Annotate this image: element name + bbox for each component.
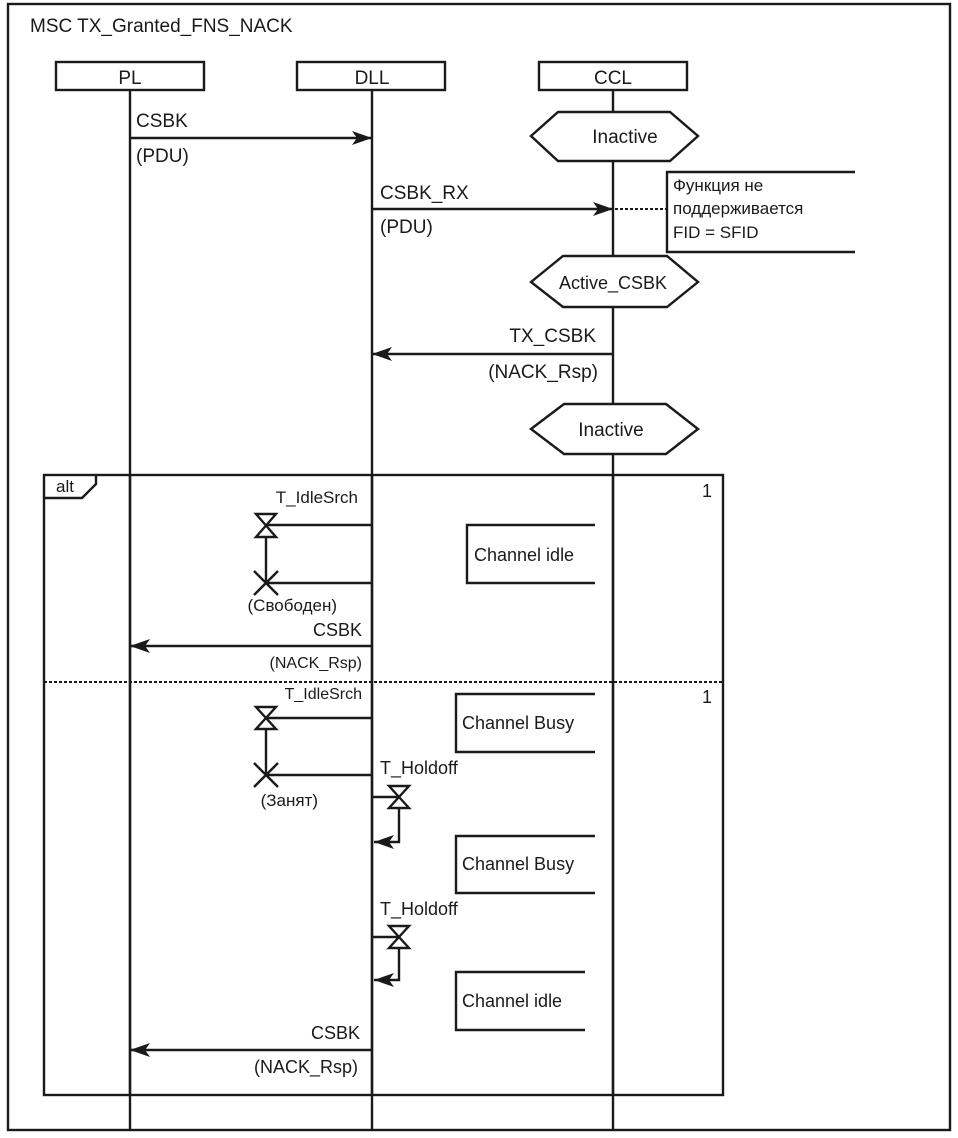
- state-active-csbk-label: Active_CSBK: [559, 273, 667, 294]
- state-inactive-2: Inactive: [529, 402, 700, 456]
- instance-ccl: CCL: [537, 60, 689, 92]
- diagram-title: MSC TX_Granted_FNS_NACK: [30, 16, 293, 37]
- message-2-name: CSBK_RX: [380, 183, 469, 204]
- message-4-param: (NACK_Rsp): [270, 655, 362, 672]
- message-csbk-nack-1: CSBK (NACK_Rsp): [130, 620, 372, 672]
- timer-idlesrch-2-label: T_IdleSrch: [285, 686, 362, 703]
- comment-note: Функция не поддерживается FID = SFID: [615, 170, 855, 254]
- condition-channel-idle-2-label: Channel idle: [462, 991, 562, 1011]
- message-1-name: CSBK: [136, 111, 188, 132]
- timer-idlesrch-1: T_IdleSrch (Свободен): [248, 488, 372, 615]
- timer-idlesrch-2: T_IdleSrch (Занят): [253, 686, 372, 810]
- alt-frame: alt 1 1: [42, 473, 725, 1097]
- timer-timeout-icon: [253, 762, 279, 788]
- timer-set-icon: [253, 705, 279, 731]
- comment-line-3: FID = SFID: [673, 223, 758, 242]
- state-inactive-1-label: Inactive: [592, 127, 657, 148]
- condition-channel-busy-2-label: Channel Busy: [462, 854, 574, 874]
- comment-line-2: поддерживается: [673, 199, 803, 218]
- message-5-name: CSBK: [311, 1023, 360, 1043]
- timer-idlesrch-1-label: T_IdleSrch: [276, 488, 358, 507]
- instance-ccl-label: CCL: [594, 68, 632, 89]
- timer-set-icon: [386, 784, 412, 810]
- condition-channel-busy-2: Channel Busy: [454, 834, 595, 895]
- message-csbk-rx: CSBK_RX (PDU): [372, 183, 613, 238]
- message-3-param: (NACK_Rsp): [488, 362, 598, 383]
- message-3-name: TX_CSBK: [509, 326, 596, 347]
- state-inactive-1: Inactive: [529, 110, 700, 163]
- timer-set-icon: [386, 924, 412, 950]
- timer-timeout-icon: [253, 570, 279, 596]
- message-1-param: (PDU): [136, 146, 189, 167]
- message-5-param: (NACK_Rsp): [254, 1057, 358, 1078]
- alt-label-tab: [44, 475, 98, 500]
- instance-pl-label: PL: [118, 68, 141, 89]
- alt-operand-2-count: 1: [702, 687, 712, 707]
- timer-holdoff-2: T_Holdoff: [372, 899, 459, 987]
- state-inactive-2-label: Inactive: [578, 420, 643, 441]
- message-csbk-nack-2: CSBK (NACK_Rsp): [130, 1023, 372, 1078]
- timer-idlesrch-2-result: (Занят): [261, 791, 318, 810]
- condition-channel-idle-2: Channel idle: [454, 970, 585, 1032]
- condition-channel-idle-1-label: Channel idle: [474, 545, 574, 565]
- timer-idlesrch-1-result: (Свободен): [248, 596, 337, 615]
- instance-dll: DLL: [295, 60, 447, 92]
- message-4-name: CSBK: [313, 620, 362, 640]
- alt-label: alt: [56, 477, 74, 496]
- timer-holdoff-1: T_Holdoff: [372, 758, 459, 849]
- instance-dll-label: DLL: [355, 68, 390, 89]
- condition-channel-idle-1: Channel idle: [465, 523, 595, 585]
- message-2-param: (PDU): [380, 217, 433, 238]
- condition-channel-busy-1: Channel Busy: [454, 692, 595, 754]
- comment-line-1: Функция не: [673, 176, 763, 195]
- alt-operand-1-count: 1: [702, 481, 712, 501]
- message-tx-csbk: TX_CSBK (NACK_Rsp): [372, 326, 613, 383]
- timer-holdoff-2-label: T_Holdoff: [380, 899, 459, 920]
- state-active-csbk: Active_CSBK: [529, 254, 700, 309]
- diagram-frame: [6, 2, 952, 1132]
- message-csbk-pdu: CSBK (PDU): [130, 111, 372, 167]
- timer-set-icon: [253, 512, 279, 539]
- timer-holdoff-1-label: T_Holdoff: [380, 758, 459, 779]
- instance-pl: PL: [54, 60, 206, 92]
- condition-channel-busy-1-label: Channel Busy: [462, 713, 574, 733]
